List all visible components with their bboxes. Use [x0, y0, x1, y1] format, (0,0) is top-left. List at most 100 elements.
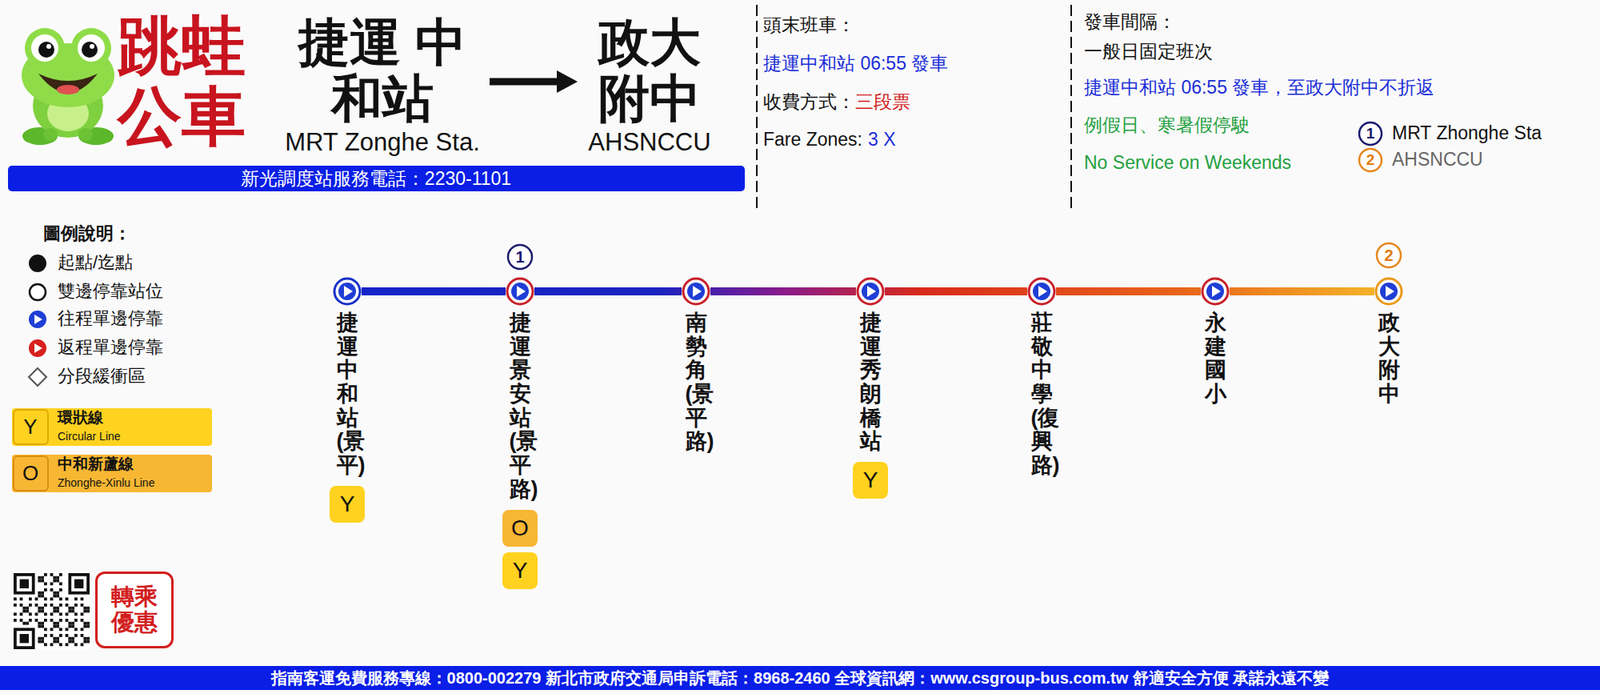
qr-module — [40, 594, 44, 598]
stop-dot — [687, 282, 705, 300]
service-note: No Service on Weekends — [1084, 152, 1292, 173]
callout-number: 2 — [1375, 241, 1403, 269]
qr-module — [37, 594, 41, 598]
qr-module — [25, 621, 29, 625]
qr-module — [71, 624, 75, 628]
line-letter-box — [13, 409, 48, 444]
qr-module — [50, 642, 54, 646]
schedule-note: 一般日固定班次 — [1084, 40, 1213, 62]
qr-module — [65, 633, 69, 637]
qr-module — [52, 636, 56, 640]
transfer-discount-box: 轉乘 優惠 — [95, 571, 174, 648]
qr-module — [50, 633, 54, 637]
stop-dot — [861, 282, 880, 300]
callout-number: 1 — [506, 243, 534, 271]
stop-ring — [857, 278, 884, 304]
legend-text: 返程單邊停靠 — [57, 336, 164, 357]
qr-module — [59, 581, 63, 585]
frog-tongue — [56, 84, 80, 95]
divider — [1070, 4, 1072, 210]
stop-marker — [1027, 276, 1056, 306]
footer-bar — [0, 665, 1600, 690]
qr-module — [56, 579, 60, 583]
route-segment — [361, 287, 506, 296]
stop-name: 政大附中 — [1378, 311, 1400, 407]
qr-module — [56, 636, 60, 640]
line-english: Circular Line — [57, 429, 121, 443]
qr-module — [52, 609, 56, 613]
stop-arrow — [1212, 285, 1221, 297]
qr-module — [52, 591, 56, 595]
legend-text: AHSNCCU — [1392, 148, 1484, 170]
qr-module — [20, 596, 24, 600]
stop-arrow — [692, 285, 702, 297]
frog-logo — [21, 28, 115, 145]
bus-stop: 政大附中 — [1374, 276, 1404, 407]
qr-module — [52, 606, 56, 610]
bus-stop: 捷運秀朗橋站 — [856, 276, 885, 454]
qr-module — [56, 621, 60, 625]
stop-ring — [683, 278, 709, 304]
qr-module — [74, 596, 78, 600]
qr-module — [22, 606, 26, 610]
line-badge: Y — [329, 485, 365, 523]
qr-module — [50, 618, 54, 622]
qr-module — [68, 640, 72, 644]
qr-module — [59, 588, 63, 592]
qr-finder — [16, 576, 32, 592]
line-letter: O — [511, 515, 529, 541]
info-heading: 發車間隔： — [1084, 11, 1176, 32]
frog-foot — [43, 128, 58, 141]
line-badge: Y — [852, 461, 888, 499]
fare-heading: 收費方式： — [763, 91, 856, 112]
qr-module — [52, 624, 56, 628]
qr-module — [44, 618, 48, 622]
qr-module — [74, 642, 78, 646]
qr-module — [74, 627, 78, 631]
qr-finder — [74, 579, 84, 588]
qr-module — [50, 612, 54, 616]
qr-module — [65, 603, 69, 607]
qr-module — [65, 627, 69, 631]
legend-swatch — [12, 454, 212, 492]
line-badge: O — [502, 509, 538, 547]
qr-module — [83, 624, 87, 628]
qr-module — [20, 603, 24, 607]
frog-eye — [31, 34, 59, 62]
bus-stop: 永建國小 — [1200, 276, 1230, 407]
fare-value: 3 X — [868, 128, 896, 150]
qr-module — [68, 621, 72, 625]
line-letter-box — [13, 456, 48, 491]
stop-dot — [1206, 282, 1224, 300]
stop-name: 莊敬中學(復興路) — [1031, 311, 1053, 478]
arrow-shaft — [489, 78, 560, 86]
callout-circle: 1 — [506, 243, 534, 271]
frog-leg — [78, 127, 114, 145]
qr-module — [59, 572, 63, 576]
qr-module — [56, 576, 60, 580]
legend-text: 分段緩衝區 — [57, 365, 146, 386]
qr-finder — [16, 630, 32, 646]
qr-module — [86, 621, 90, 625]
qr-module — [59, 618, 63, 622]
qr-module — [44, 588, 48, 592]
legend-outbound-stop — [28, 310, 47, 328]
qr-module — [35, 596, 39, 600]
qr-module — [65, 612, 69, 616]
legend-terminal-dot — [28, 254, 47, 272]
qr-module — [28, 596, 32, 600]
frog-highlight — [46, 44, 52, 49]
qr-module — [13, 618, 17, 622]
stop-ring — [507, 278, 533, 304]
qr-module — [40, 591, 44, 595]
frog-pupil — [81, 41, 98, 58]
bus-stop: 捷運景安站(景平路) — [505, 276, 535, 502]
qr-module — [22, 621, 26, 625]
qr-module — [83, 606, 87, 610]
footer-text: 指南客運免費服務專線：0800-002279 新北市政府交通局申訴電話：8968… — [271, 668, 1330, 688]
qr-module — [68, 636, 72, 640]
qr-module — [40, 579, 44, 583]
qr-module — [40, 576, 44, 580]
qr-module — [50, 596, 54, 600]
qr-module — [25, 606, 29, 610]
